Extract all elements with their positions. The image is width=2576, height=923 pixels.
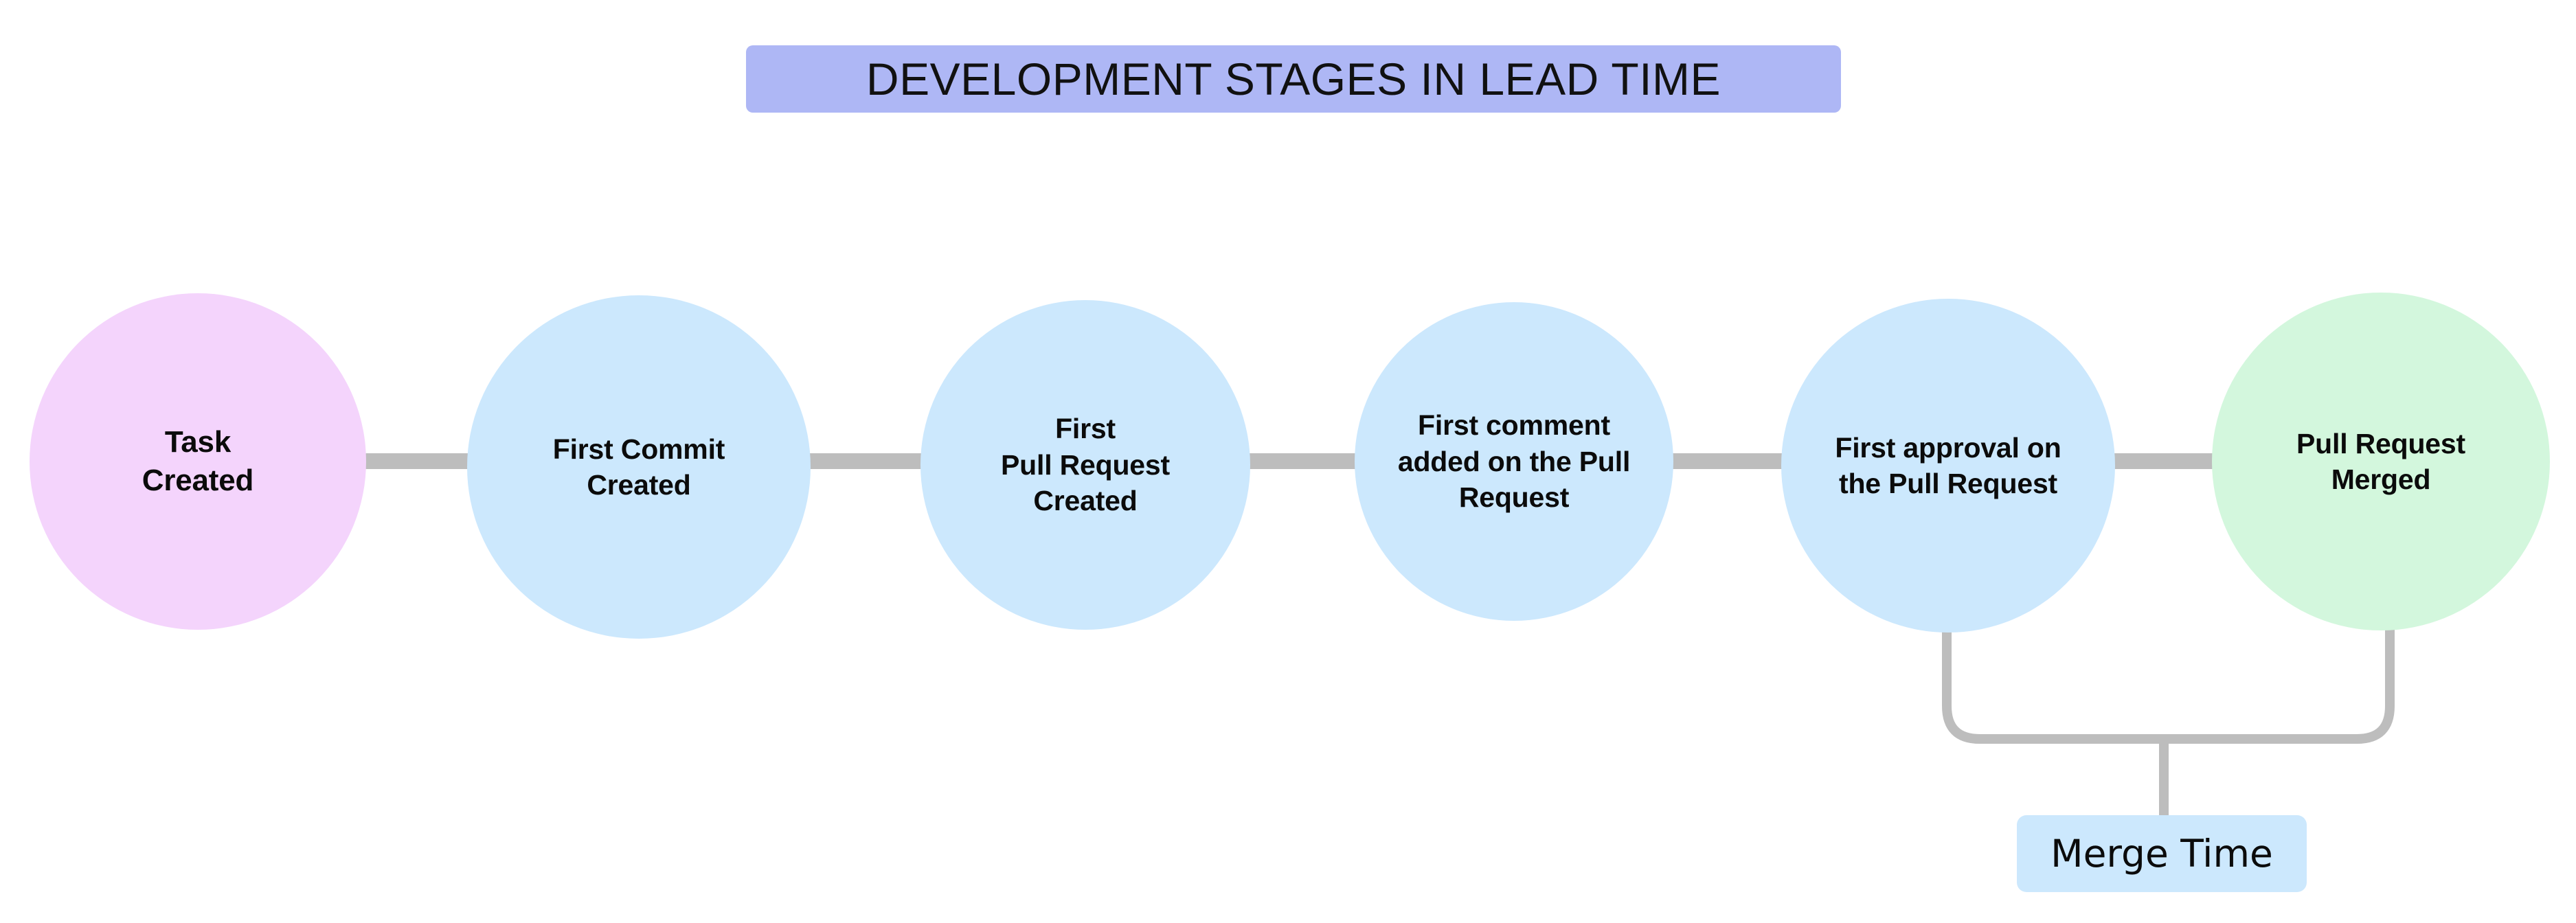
merge-time-label-box[interactable]: Merge Time [2017,815,2307,892]
page-title: DEVELOPMENT STAGES IN LEAD TIME [866,54,1721,104]
node-task-created-label: Task Created [142,424,254,497]
node-task-created[interactable]: Task Created [30,293,366,630]
node-first-approval-on-pull-request[interactable]: First approval on the Pull Request [1781,299,2115,633]
node-first-comment-on-pull-request[interactable]: First comment added on the Pull Request [1355,302,1673,621]
node-first-approval-on-pull-request-label: First approval on the Pull Request [1835,431,2061,499]
node-first-commit-created-label: First Commit Created [552,433,725,501]
node-pull-request-merged[interactable]: Pull Request Merged [2212,293,2550,630]
connector-rail-task-to-first-commit [363,453,471,469]
node-first-pull-request-created-label: First Pull Request Created [1001,413,1170,517]
connector-rail-first-pr-to-first-comment [1249,453,1357,469]
connector-rail-first-commit-to-first-pr [809,453,923,469]
merge-time-label-text: Merge Time [2050,831,2273,876]
node-first-comment-on-pull-request-label: First comment added on the Pull Request [1397,409,1631,514]
connector-rail-first-approval-to-pr-merged [2113,453,2217,469]
node-first-pull-request-created[interactable]: First Pull Request Created [920,300,1250,630]
merge-time-bracket-path [1942,626,2395,744]
connector-rail-first-comment-to-first-approval [1672,453,1783,469]
node-pull-request-merged-label: Pull Request Merged [2296,427,2465,495]
page-title-banner: DEVELOPMENT STAGES IN LEAD TIME [746,45,1841,113]
node-first-commit-created[interactable]: First Commit Created [467,295,811,639]
